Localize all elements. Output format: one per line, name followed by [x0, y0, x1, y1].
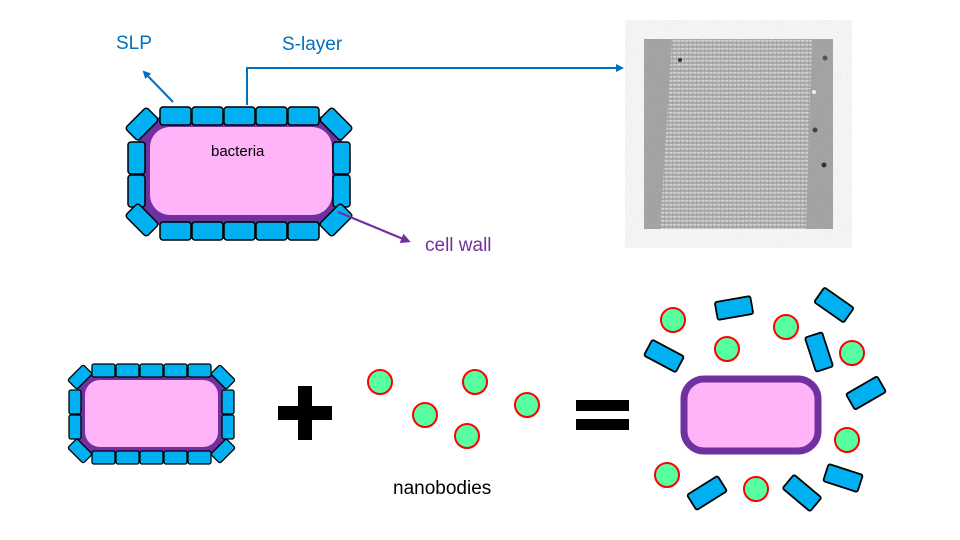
slp-tiles-top — [159, 106, 320, 126]
nanobody — [660, 307, 686, 333]
slp-tiles-bottom-small — [91, 450, 212, 465]
slp-tile — [804, 331, 834, 373]
s-layer-label: S-layer — [282, 34, 343, 55]
bottom-bacterium — [67, 363, 236, 465]
slp-tiles-right — [332, 141, 351, 208]
slp-tile — [714, 295, 754, 321]
nanobody — [367, 369, 393, 395]
slp-tiles-right-small — [221, 389, 235, 440]
nanobody — [839, 340, 865, 366]
slp-tile — [822, 463, 864, 493]
cytoplasm — [150, 127, 332, 215]
slp-tiles-top-small — [91, 363, 212, 378]
plus-icon — [278, 386, 332, 440]
nanobody — [514, 392, 540, 418]
bare-bacterium — [680, 375, 822, 455]
nanobody — [773, 314, 799, 340]
nanobody — [714, 336, 740, 362]
nanobody — [743, 476, 769, 502]
slp-tiles-corners-small — [67, 364, 236, 464]
slp-tiles-left — [127, 141, 146, 208]
slp-label: SLP — [116, 33, 152, 54]
equals-icon — [576, 400, 629, 430]
slp-tile — [782, 474, 822, 512]
slp-arrow — [142, 70, 174, 103]
cytoplasm-small — [85, 380, 218, 447]
nanobodies-group — [367, 369, 540, 449]
slp-tiles-corners — [125, 107, 353, 237]
bacteria-label: bacteria — [211, 143, 265, 160]
nanobodies-label: nanobodies — [393, 478, 491, 499]
s-layer-em-image — [644, 39, 833, 229]
slp-tile — [643, 339, 685, 373]
nanobody — [462, 369, 488, 395]
nanobody — [654, 462, 680, 488]
free-slp-tiles — [643, 287, 887, 512]
slp-tile — [813, 287, 855, 323]
top-bacterium: bacteria — [125, 106, 353, 241]
cell-wall-label: cell wall — [425, 235, 492, 256]
free-nanobodies — [654, 307, 865, 502]
slp-tile — [686, 475, 728, 511]
slp-tiles-left-small — [68, 389, 82, 440]
slp-tiles-bottom — [159, 221, 320, 241]
nanobody — [412, 402, 438, 428]
slp-tile — [845, 376, 887, 410]
s-layer-arrow — [246, 64, 624, 105]
nanobody — [454, 423, 480, 449]
cell-wall-arrow — [337, 210, 411, 243]
nanobody — [834, 427, 860, 453]
